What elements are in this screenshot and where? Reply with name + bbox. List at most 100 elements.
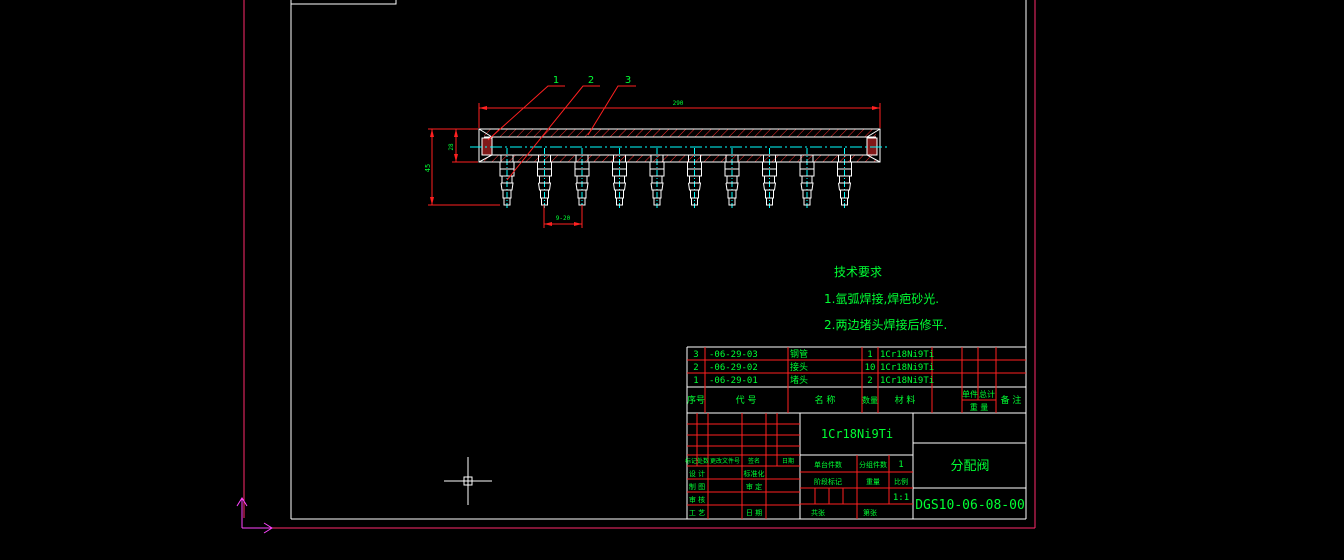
- tb-label-change-doc: 更改文件号: [710, 457, 740, 465]
- ucs-axis-icon: [236, 497, 273, 534]
- outlet-fitting: [649, 148, 665, 208]
- bom-cell-qty: 1: [867, 350, 872, 360]
- outlet-fitting: [799, 148, 815, 208]
- tb-part-name[interactable]: 分配阀: [950, 459, 989, 474]
- technical-requirements[interactable]: 技术要求 1.氩弧焊接,焊疤砂光. 2.两边堵头焊接后修平.: [824, 265, 947, 332]
- tb-label-date: 日期: [782, 457, 794, 465]
- dim-pitch: 9-20: [556, 215, 571, 222]
- tb-label-design: 设 计: [689, 469, 705, 478]
- outlet-fitting: [499, 148, 515, 208]
- bom-row[interactable]: 1 -06-29-01 堵头 2 1Cr18Ni9Ti: [693, 374, 934, 386]
- bom-header-code: 代 号: [736, 395, 757, 406]
- tb-label-drawing: 制 图: [689, 482, 705, 491]
- tube-outline: [478, 128, 881, 163]
- outlet-fitting: [762, 148, 777, 208]
- bom-cell-name: 接头: [790, 361, 808, 373]
- tube-top-wall-section: [484, 129, 876, 137]
- outlet-fitting: [537, 148, 552, 208]
- fitting-tip: [841, 197, 848, 206]
- tb-label-process: 工 艺: [689, 509, 705, 517]
- tb-drawing-number[interactable]: DGS10-06-08-00: [915, 498, 1025, 513]
- part-balloons: 1 2 3: [487, 75, 636, 181]
- bom-row[interactable]: 3 -06-29-03 钢管 1 1Cr18Ni9Ti: [693, 348, 934, 360]
- tb-label-rev-mark: 标记处数: [685, 457, 709, 465]
- outlet-fitting: [724, 148, 740, 208]
- dim-height-tube: 28: [448, 143, 455, 151]
- sheet-border: [243, 0, 1036, 529]
- fitting-cone: [800, 182, 814, 191]
- tb-label-date2: 日 期: [746, 509, 762, 517]
- tb-label-scale: 比例: [894, 477, 908, 486]
- bom-cell-code: -06-29-01: [709, 376, 758, 386]
- fitting-tip: [616, 197, 623, 206]
- outlet-fitting: [837, 148, 852, 208]
- tech-req-item-1: 1.氩弧焊接,焊疤砂光.: [824, 291, 939, 306]
- bom-cell-qty: 10: [865, 363, 876, 373]
- title-block[interactable]: 标记处数 更改文件号 签名 日期 设 计 标准化 制 图 审 定 审 核 工 艺…: [685, 413, 1026, 519]
- fitting-tip: [728, 197, 736, 206]
- bom-cell-name: 钢管: [790, 348, 808, 360]
- tb-label-check: 审 核: [689, 495, 705, 504]
- bom-header-unit-weight: 单件: [962, 389, 978, 399]
- tb-label-sheet: 第张: [863, 508, 877, 517]
- bom-cell-no: 3: [693, 350, 698, 360]
- bom-header-total-weight: 总计: [979, 389, 995, 399]
- tb-label-stage-mark: 阶段标记: [814, 477, 842, 486]
- bom-header-weight: 重 量: [970, 402, 989, 412]
- fitting-tip: [766, 197, 773, 206]
- balloon-3[interactable]: 3: [625, 75, 631, 86]
- tb-label-weight: 重量: [866, 478, 880, 486]
- bom-header-material: 材 料: [895, 394, 916, 406]
- dim-height-overall: 45: [424, 164, 432, 172]
- fitting-tip: [653, 197, 661, 206]
- bom-cell-no: 1: [693, 376, 698, 386]
- tb-label-standard: 标准化: [744, 469, 765, 478]
- bom-cell-material: 1Cr18Ni9Ti: [880, 363, 934, 373]
- dim-total-length: 290: [673, 100, 684, 107]
- bom-cell-material: 1Cr18Ni9Ti: [880, 350, 934, 360]
- bom-row[interactable]: 2 -06-29-02 接头 10 1Cr18Ni9Ti: [693, 361, 934, 373]
- crosshair-cursor: [444, 457, 492, 505]
- balloon-2[interactable]: 2: [588, 75, 594, 86]
- bom-cell-name: 堵头: [790, 374, 808, 386]
- fitting-cone: [763, 182, 777, 191]
- bom-cell-no: 2: [693, 363, 698, 373]
- tube-bottom-wall-section: [484, 155, 876, 162]
- tb-unit-qty: 1: [898, 460, 903, 470]
- fitting-cone: [725, 182, 739, 191]
- outlet-fitting: [687, 148, 702, 208]
- drawing-frame: [290, 0, 1027, 520]
- fitting-tip: [691, 197, 698, 206]
- tb-scale-value: 1:1: [893, 493, 909, 503]
- bom-header-no: 序号: [687, 394, 705, 406]
- outlet-fitting: [574, 148, 590, 208]
- fitting-cone: [688, 182, 702, 191]
- dimensions: 290 45 28 9-20: [424, 100, 881, 228]
- outlet-fittings: [499, 148, 852, 208]
- bom-header-qty: 数量: [862, 395, 878, 405]
- fitting-tip: [803, 197, 811, 206]
- bom-header-name: 名 称: [815, 394, 836, 406]
- balloon-1[interactable]: 1: [553, 75, 559, 86]
- fitting-tip: [503, 197, 511, 206]
- fitting-cone: [650, 182, 664, 191]
- tb-material[interactable]: 1Cr18Ni9Ti: [821, 427, 893, 441]
- bom-table[interactable]: 3 -06-29-03 钢管 1 1Cr18Ni9Ti 2 -06-29-02 …: [686, 346, 1026, 519]
- bom-cell-code: -06-29-02: [709, 363, 758, 373]
- tb-label-assembly-qty: 单台件数: [814, 460, 842, 469]
- bom-cell-code: -06-29-03: [709, 350, 758, 360]
- fitting-cone: [838, 182, 852, 191]
- tb-label-sign: 签名: [748, 457, 760, 465]
- bom-header-remark: 备 注: [1001, 394, 1022, 406]
- fitting-cone: [538, 182, 552, 191]
- manifold-part-view[interactable]: [470, 128, 888, 208]
- tb-label-total-sheets: 共张: [811, 508, 825, 517]
- tb-label-sub-qty: 分组件数: [859, 460, 887, 469]
- tech-req-item-2: 2.两边堵头焊接后修平.: [824, 317, 947, 332]
- bom-header: 序号 代 号 名 称 数量 材 料 单件 总计 重 量 备 注: [687, 389, 1021, 412]
- fitting-cone: [575, 182, 589, 191]
- fitting-cone: [500, 182, 514, 191]
- bom-cell-material: 1Cr18Ni9Ti: [880, 376, 934, 386]
- tech-req-title: 技术要求: [834, 265, 882, 279]
